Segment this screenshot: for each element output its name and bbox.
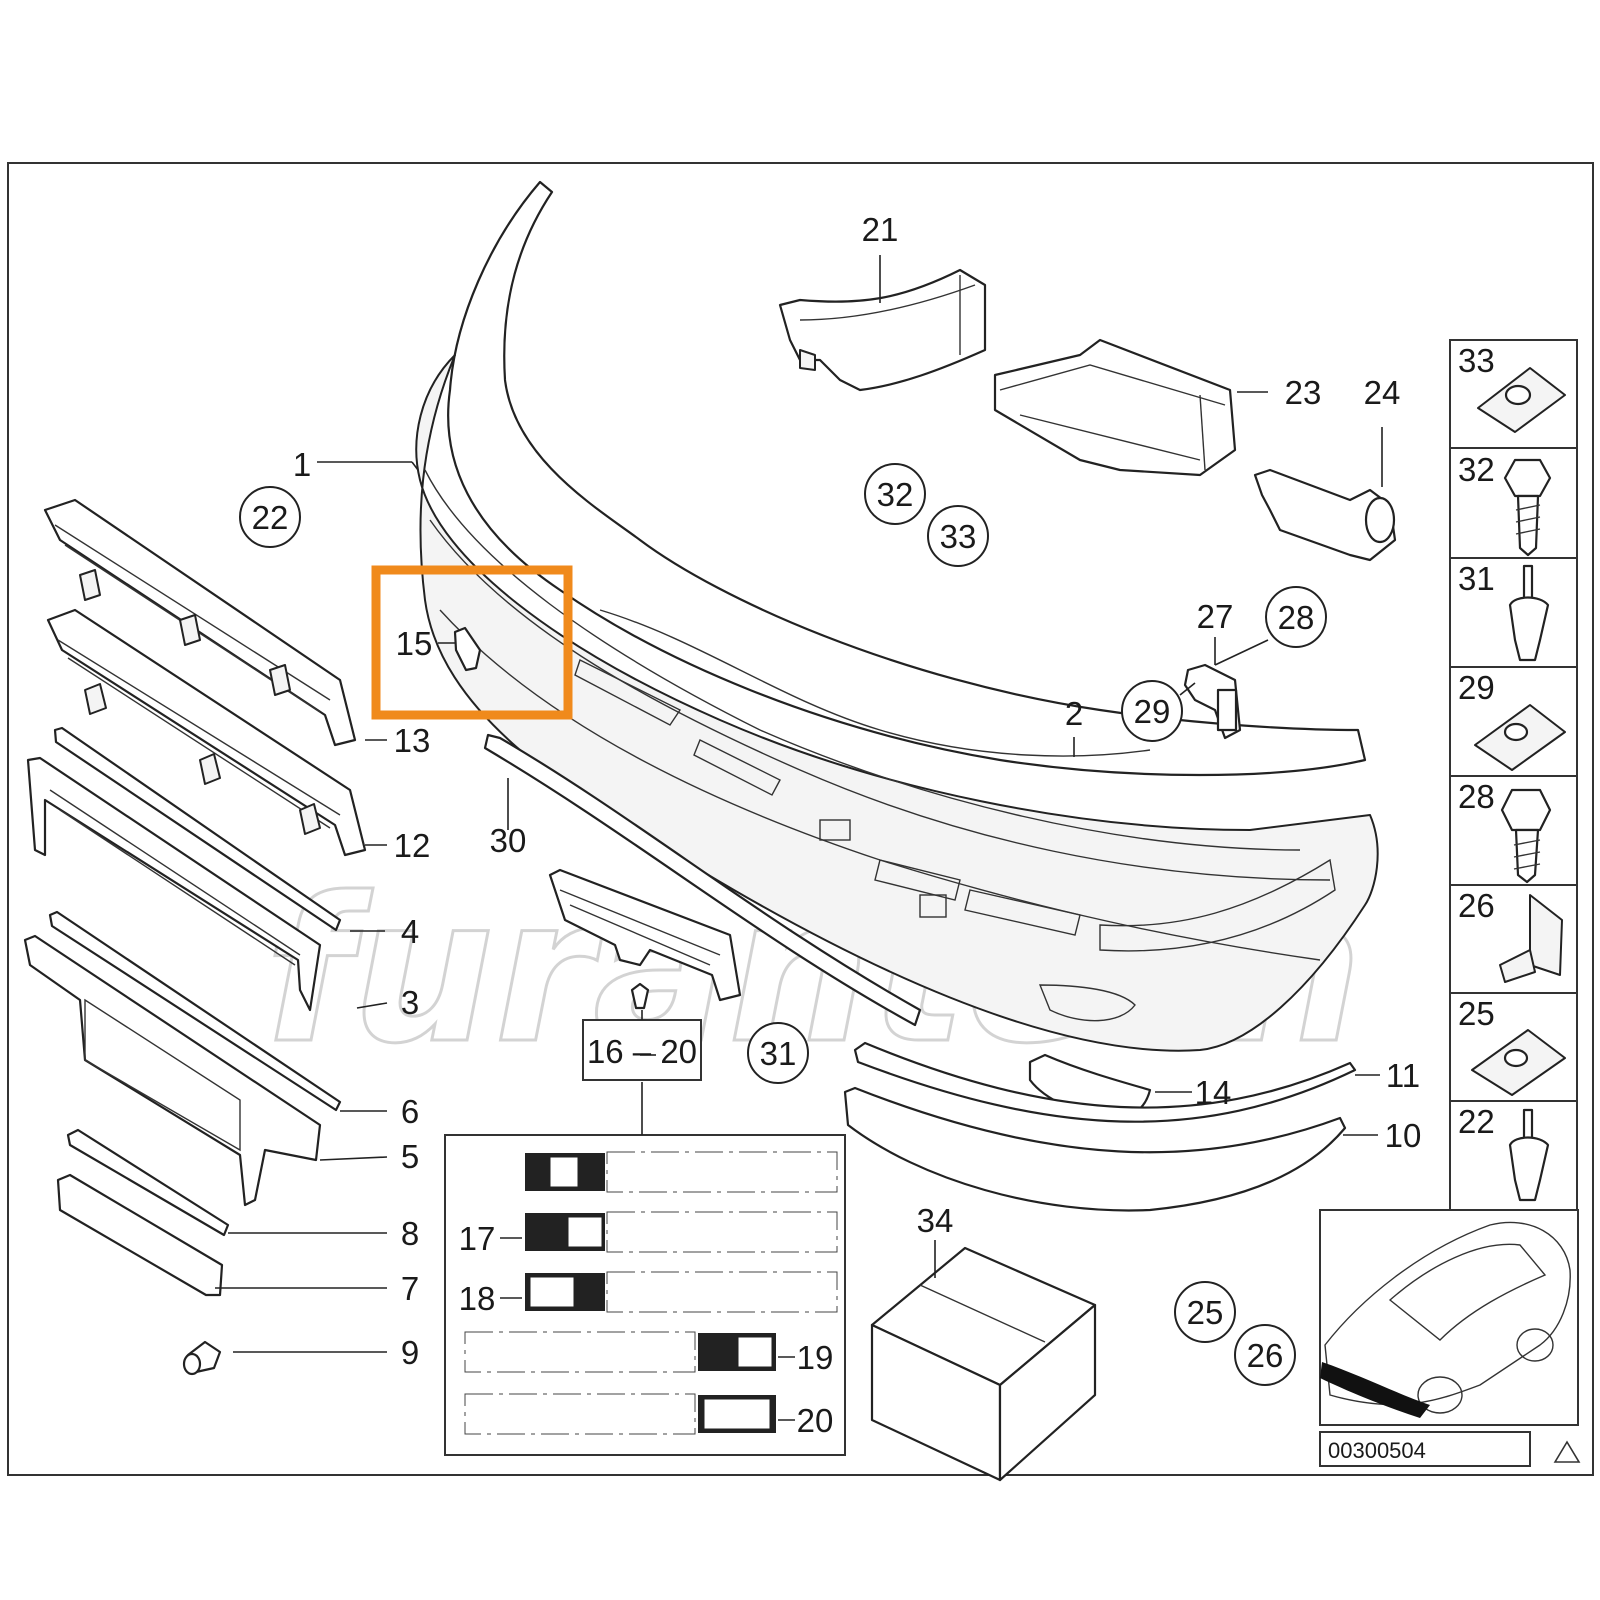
label-7: 7 xyxy=(401,1270,419,1307)
plate-holder-5 xyxy=(23,934,322,1207)
label-20: 20 xyxy=(797,1402,834,1439)
label-4: 4 xyxy=(401,913,419,950)
trim-6 xyxy=(48,910,342,1112)
label-34: 34 xyxy=(917,1202,954,1239)
trim-4 xyxy=(53,726,342,932)
duct-pipe-24 xyxy=(1253,468,1397,562)
range-label-box xyxy=(582,1019,702,1081)
label-15: 15 xyxy=(396,625,433,662)
fastener-panel xyxy=(1449,339,1578,1211)
strip-11 xyxy=(853,1041,1357,1123)
diagram-code: 00300504 xyxy=(1328,1438,1426,1463)
leader-lines xyxy=(215,255,1383,1421)
bracket-21 xyxy=(778,268,987,392)
label-27: 27 xyxy=(1197,598,1234,635)
label-16-20: 16 – 20 xyxy=(587,1033,697,1070)
car-thumbnail: 00300504 xyxy=(1319,1209,1579,1467)
label-13: 13 xyxy=(394,722,431,759)
fastener-label-26: 26 xyxy=(1458,887,1495,924)
circle-label-25: 25 xyxy=(1187,1294,1224,1331)
part-labels: 1 2 3 4 5 6 7 8 9 10 11 12 13 14 15 16 –… xyxy=(293,211,1422,1439)
center-grille-31 xyxy=(548,868,742,1002)
plug-9 xyxy=(182,1340,222,1376)
strip-7 xyxy=(56,1173,224,1297)
label-24: 24 xyxy=(1364,374,1401,411)
highlight-box xyxy=(371,565,573,720)
circle-label-28: 28 xyxy=(1278,599,1315,636)
clip-27 xyxy=(1183,663,1242,740)
trim-strip-30 xyxy=(483,733,922,1027)
diagram-frame xyxy=(7,162,1594,1476)
air-duct-23 xyxy=(993,338,1237,477)
strip-8 xyxy=(66,1128,230,1237)
fastener-label-32: 32 xyxy=(1458,451,1495,488)
fastener-label-33: 33 xyxy=(1458,342,1495,379)
fastener-label-31: 31 xyxy=(1458,560,1495,597)
circle-label-33: 33 xyxy=(940,518,977,555)
label-17: 17 xyxy=(459,1220,496,1257)
label-19: 19 xyxy=(797,1339,834,1376)
label-21: 21 xyxy=(862,211,899,248)
fastener-label-29: 29 xyxy=(1458,669,1495,706)
label-10: 10 xyxy=(1385,1117,1422,1154)
label-30: 30 xyxy=(490,822,527,859)
triangle-icon xyxy=(1553,1440,1581,1463)
circle-label-32: 32 xyxy=(877,476,914,513)
label-6: 6 xyxy=(401,1093,419,1130)
grille-13 xyxy=(43,498,357,747)
screw-16 xyxy=(630,982,650,1010)
circle-label-31: 31 xyxy=(760,1035,797,1072)
frame-3 xyxy=(26,756,322,1012)
label-1: 1 xyxy=(293,446,311,483)
grille-12 xyxy=(46,608,367,857)
label-11: 11 xyxy=(1386,1057,1420,1094)
fastener-label-25: 25 xyxy=(1458,995,1495,1032)
circled-labels: 22 32 33 28 29 31 25 26 xyxy=(239,463,1327,1386)
label-18: 18 xyxy=(459,1280,496,1317)
circle-label-22: 22 xyxy=(252,499,289,536)
label-8: 8 xyxy=(401,1215,419,1252)
clip-15 xyxy=(453,626,482,672)
label-3: 3 xyxy=(401,984,419,1021)
fastener-label-22: 22 xyxy=(1458,1103,1495,1140)
label-12: 12 xyxy=(394,827,431,864)
label-9: 9 xyxy=(401,1334,419,1371)
emblem-rows xyxy=(464,1151,838,1435)
box-34 xyxy=(870,1246,1097,1482)
label-23: 23 xyxy=(1285,374,1322,411)
label-2: 2 xyxy=(1065,695,1083,732)
bumper-cover xyxy=(415,180,1379,1052)
circle-label-26: 26 xyxy=(1247,1337,1284,1374)
fastener-labels: 33 32 31 29 28 26 25 22 xyxy=(1458,342,1495,1140)
fastener-label-28: 28 xyxy=(1458,778,1495,815)
label-5: 5 xyxy=(401,1138,419,1175)
circle-label-29: 29 xyxy=(1134,693,1171,730)
label-14: 14 xyxy=(1195,1074,1232,1111)
spoiler-10 xyxy=(843,1086,1347,1212)
